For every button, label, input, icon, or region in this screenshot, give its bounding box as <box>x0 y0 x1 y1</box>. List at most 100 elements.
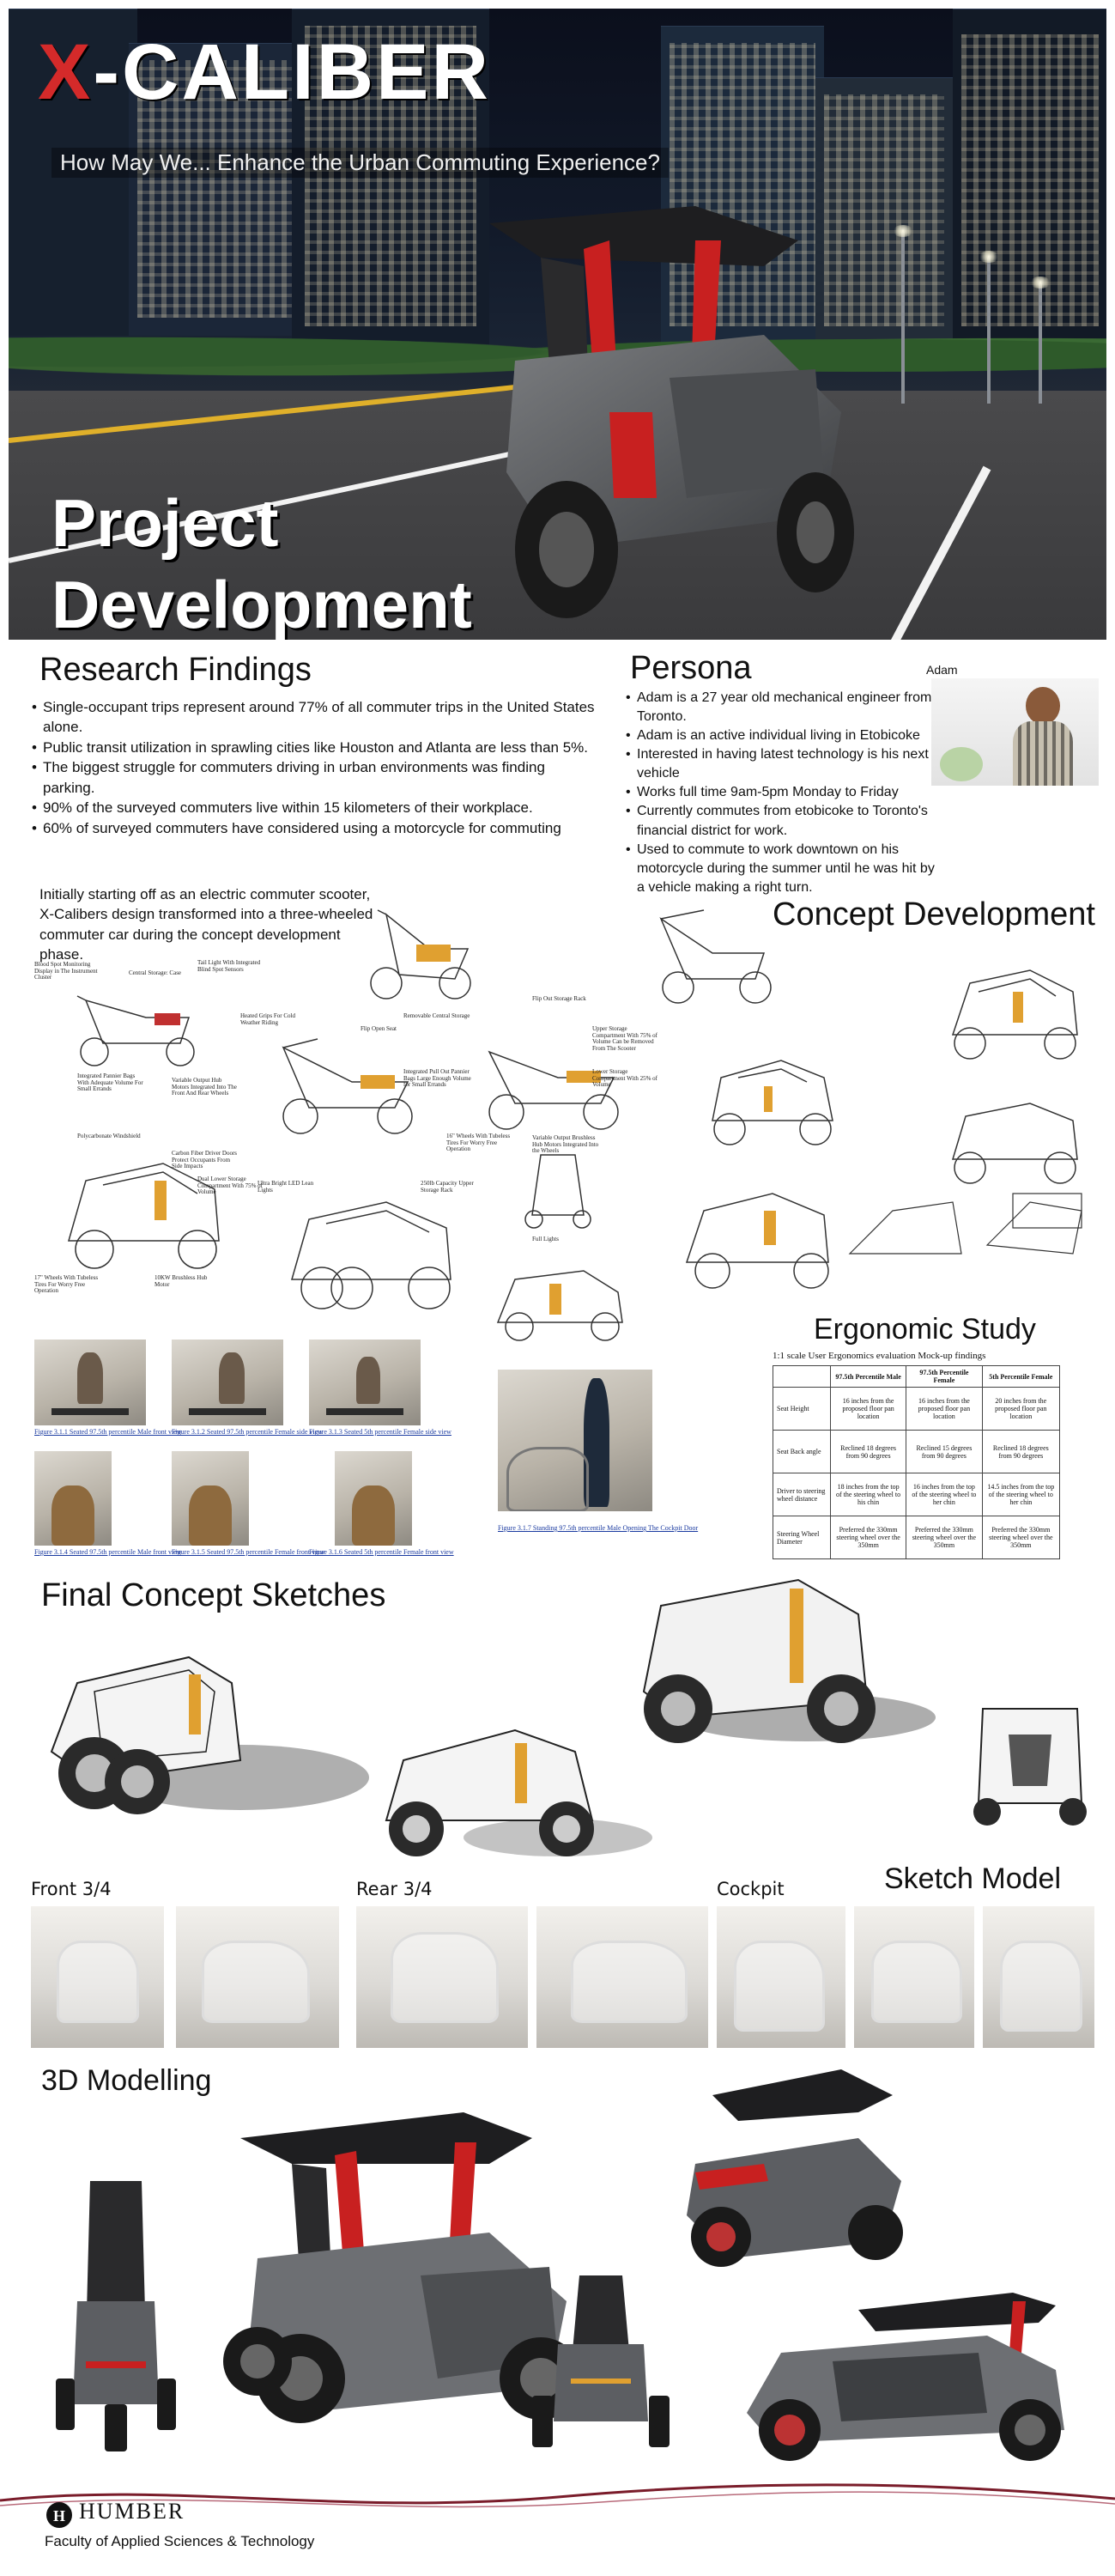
note: Central Storage: Case <box>129 969 182 976</box>
note: Polycarbonate Windshield <box>77 1133 141 1139</box>
scooter-sketch-2 <box>659 909 772 1004</box>
research-summary: Initially starting off as an electric co… <box>39 886 373 963</box>
table-cell: Reclined 15 degrees from 90 degrees <box>906 1430 983 1473</box>
note: Blood Spot Monitoring Display in The Ins… <box>34 961 98 981</box>
photo-caption: Figure 3.1.3 Seated 5th percentile Femal… <box>309 1428 451 1436</box>
scooter-sketch-5 <box>488 1050 619 1130</box>
note: Ultra Bright LED Lean Lights <box>258 1180 314 1194</box>
research-bullet: The biggest struggle for commuters drivi… <box>32 757 601 798</box>
sketch-model-photo <box>717 1906 845 2048</box>
note: Variable Output Brushless Hub Motors Int… <box>532 1134 599 1155</box>
render-side-three-quarter <box>223 2112 582 2423</box>
ergonomic-photo <box>172 1451 249 1546</box>
project-logo-title: X-CALIBER <box>38 28 491 116</box>
research-bullet: Public transit utilization in sprawling … <box>32 738 601 758</box>
ergonomic-photo <box>335 1451 412 1546</box>
final-sketch-cockpit <box>973 1708 1087 1826</box>
note: Variable Output Hub Motors Integrated In… <box>172 1077 237 1097</box>
persona-bullet: Currently commutes from etobicoke to Tor… <box>626 802 937 840</box>
sketch-model-photo <box>356 1906 528 2048</box>
ergonomic-photo <box>34 1451 112 1546</box>
photo-caption: Figure 3.1.1 Seated 97.5th percentile Ma… <box>34 1428 182 1436</box>
persona-bullet: Works full time 9am-5pm Monday to Friday <box>626 783 937 802</box>
render-side-view <box>747 2293 1064 2461</box>
row-header: Seat Height <box>773 1387 831 1431</box>
table-cell: Preferred the 330mm steering wheel over … <box>906 1516 983 1559</box>
render-front-three-quarter <box>687 2069 903 2267</box>
label-rear: Rear 3/4 <box>356 1879 433 1899</box>
sketch-model-photo <box>176 1906 339 2048</box>
note: Integrated Pannier Bags With Adequate Vo… <box>77 1072 143 1093</box>
photo-caption: Figure 3.1.5 Seated 97.5th percentile Fe… <box>172 1548 325 1556</box>
ergonomic-photo <box>309 1340 421 1425</box>
sketch-model-photo <box>854 1906 974 2048</box>
table-row: Seat Height 16 inches from the proposed … <box>773 1387 1061 1431</box>
three-wheel-sketch-side <box>496 1270 623 1341</box>
column-header: 97.5th Percentile Male <box>829 1365 907 1388</box>
note: Upper Storage Compartment With 75% of Vo… <box>592 1025 657 1053</box>
scooter-sketch-3 <box>76 995 195 1066</box>
ergonomic-photo <box>34 1340 146 1425</box>
table-row: Steering Wheel Diameter Preferred the 33… <box>773 1516 1061 1559</box>
note: 250lb Capacity Upper Storage Rack <box>421 1180 474 1194</box>
table-cell: Reclined 18 degrees from 90 degrees <box>829 1430 907 1473</box>
photo-caption: Figure 3.1.4 Seated 97.5th percentile Ma… <box>34 1548 182 1556</box>
persona-heading: Persona <box>630 650 752 686</box>
table-cell: 18 inches from the top of the steering w… <box>829 1473 907 1516</box>
three-wheel-sketch-3 <box>685 1193 829 1289</box>
enclosed-sketch-1 <box>712 1060 833 1145</box>
enclosed-sketch-3 <box>951 1103 1078 1184</box>
humber-brand: HUMBER <box>79 2499 185 2524</box>
mockup-door-photo <box>498 1370 652 1511</box>
research-bullet: 60% of surveyed commuters have considere… <box>32 818 601 839</box>
render-front-view <box>532 2275 670 2447</box>
final-sketch-side <box>385 1728 652 1856</box>
photo-caption: Figure 3.1.2 Seated 97.5th percentile Fe… <box>172 1428 323 1436</box>
ergonomic-table: 97.5th Percentile Male 97.5th Percentile… <box>773 1365 1061 1559</box>
table-row: Seat Back angle Reclined 18 degrees from… <box>773 1430 1061 1473</box>
label-cockpit: Cockpit <box>717 1879 785 1899</box>
persona-bullet: Adam is an active individual living in E… <box>626 726 937 745</box>
persona-bullet: Interested in having latest technology i… <box>626 745 937 783</box>
project-title-line1: Project <box>52 485 279 561</box>
column-header: 97.5th Percentile Female <box>906 1365 983 1388</box>
note: Lower Storage Compartment With 25% of Vo… <box>592 1068 657 1089</box>
note: 16" Wheels With Tubeless Tires For Worry… <box>446 1133 511 1153</box>
persona-bullets: Adam is a 27 year old mechanical enginee… <box>625 689 937 897</box>
row-header: Driver to steering wheel distance <box>773 1473 831 1516</box>
interior-sketch <box>848 1193 1082 1255</box>
table-cell: Preferred the 330mm steering wheel over … <box>981 1516 1061 1559</box>
note: Heated Grips For Cold Weather Riding <box>240 1012 295 1026</box>
note: Full Lights <box>532 1236 559 1242</box>
hero-image: X-CALIBER How May We... Enhance the Urba… <box>9 9 1106 640</box>
note: Carbon Fiber Driver Doors Protect Occupa… <box>172 1150 238 1170</box>
three-wheel-sketch-1 <box>68 1163 220 1269</box>
ergonomic-photo <box>172 1340 283 1425</box>
ergonomic-subtitle: 1:1 scale User Ergonomics evaluation Moc… <box>773 1351 986 1361</box>
table-row: Driver to steering wheel distance 18 inc… <box>773 1473 1061 1516</box>
hmw-tagline: How May We... Enhance the Urban Commutin… <box>52 148 669 178</box>
final-sketch-front <box>50 1656 369 1814</box>
column-header <box>773 1365 831 1388</box>
photo-caption: Figure 3.1.6 Seated 5th percentile Femal… <box>309 1548 454 1556</box>
three-wheel-sketch-2 <box>291 1201 451 1309</box>
render-rear-view <box>56 2181 176 2451</box>
note: Dual Lower Storage Compartment With 75% … <box>197 1176 263 1196</box>
research-bullets: Single-occupant trips represent around 7… <box>31 697 601 839</box>
note: Tail Light With Integrated Blind Spot Se… <box>197 959 261 973</box>
sketch-model-photo <box>31 1906 164 2048</box>
sketch-model-heading: Sketch Model <box>884 1862 1061 1895</box>
note: Integrated Pull Out Pannier Bags Large E… <box>403 1068 471 1089</box>
note: Removable Central Storage <box>403 1012 470 1019</box>
table-cell: Reclined 18 degrees from 90 degrees <box>981 1430 1061 1473</box>
column-header: 5th Percentile Female <box>981 1365 1061 1388</box>
enclosed-sketch-2 <box>951 969 1078 1060</box>
research-bullet: Single-occupant trips represent around 7… <box>32 697 601 738</box>
modelling-heading: 3D Modelling <box>41 2064 212 2097</box>
note: Flip Out Storage Rack <box>532 995 586 1002</box>
persona-name: Adam <box>926 663 958 677</box>
concept-heading: Concept Development <box>773 896 1095 933</box>
persona-photo <box>931 678 1099 786</box>
table-cell: 20 inches from the proposed floor pan lo… <box>981 1387 1061 1431</box>
sketch-model-photo <box>983 1906 1094 2048</box>
